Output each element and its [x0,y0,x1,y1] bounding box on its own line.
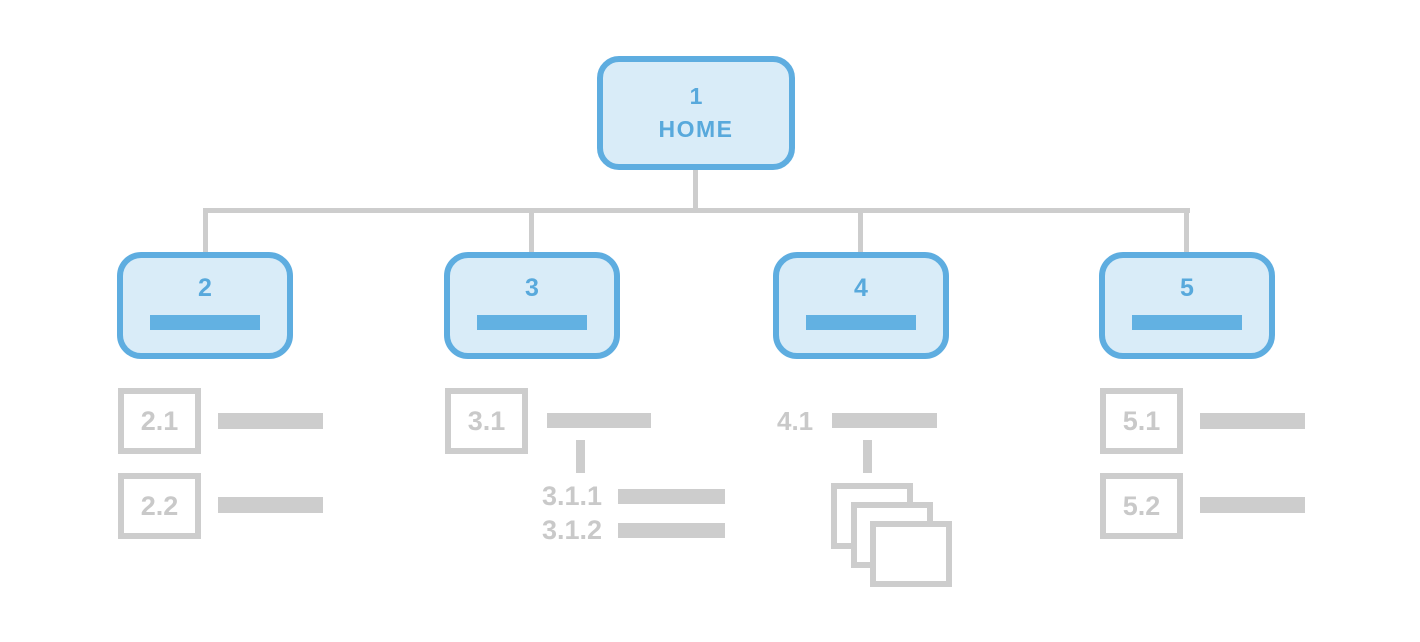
node-3: 3 [444,252,620,359]
node-4: 4 [773,252,949,359]
title-placeholder-bar [477,315,587,330]
node-2-1-label: 2.1 [140,405,179,436]
connector-root-stem [693,170,698,213]
node-5-1: 5.1 [1100,388,1183,454]
connector-horizontal [203,208,1190,213]
label-placeholder-bar [547,413,651,428]
node-5: 5 [1099,252,1275,359]
node-3-1-label: 3.1 [467,405,506,436]
label-placeholder-bar [1200,413,1305,429]
connector-3-1-drop [576,440,585,473]
title-placeholder-bar [806,315,916,330]
connector-drop-5 [1184,208,1189,255]
node-2: 2 [117,252,293,359]
node-3-1-1-label: 3.1.1 [542,481,603,511]
label-placeholder-bar [218,413,323,429]
connector-drop-3 [529,208,534,255]
connector-drop-2 [203,208,208,255]
label-placeholder-bar [218,497,323,513]
node-2-2: 2.2 [118,473,201,539]
node-2-number: 2 [198,274,212,302]
page-sheet-front [870,521,952,587]
node-5-2: 5.2 [1100,473,1183,539]
node-2-2-label: 2.2 [140,490,179,521]
node-3-number: 3 [525,274,539,302]
node-4-number: 4 [854,274,868,302]
label-placeholder-bar [618,523,725,538]
label-placeholder-bar [618,489,725,504]
label-placeholder-bar [1200,497,1305,513]
connector-4-1-drop [863,440,872,473]
node-home-label: HOME [658,116,734,142]
node-4-1-label: 4.1 [777,406,814,436]
title-placeholder-bar [150,315,260,330]
node-home: 1 HOME [597,56,795,170]
node-3-1: 3.1 [445,388,528,454]
node-5-number: 5 [1180,274,1194,302]
node-5-1-label: 5.1 [1122,405,1161,436]
node-home-number: 1 [689,83,703,109]
title-placeholder-bar [1132,315,1242,330]
node-2-1: 2.1 [118,388,201,454]
node-3-1-2-label: 3.1.2 [542,515,603,545]
connector-drop-4 [858,208,863,255]
label-placeholder-bar [832,413,937,428]
node-5-2-label: 5.2 [1122,490,1161,521]
